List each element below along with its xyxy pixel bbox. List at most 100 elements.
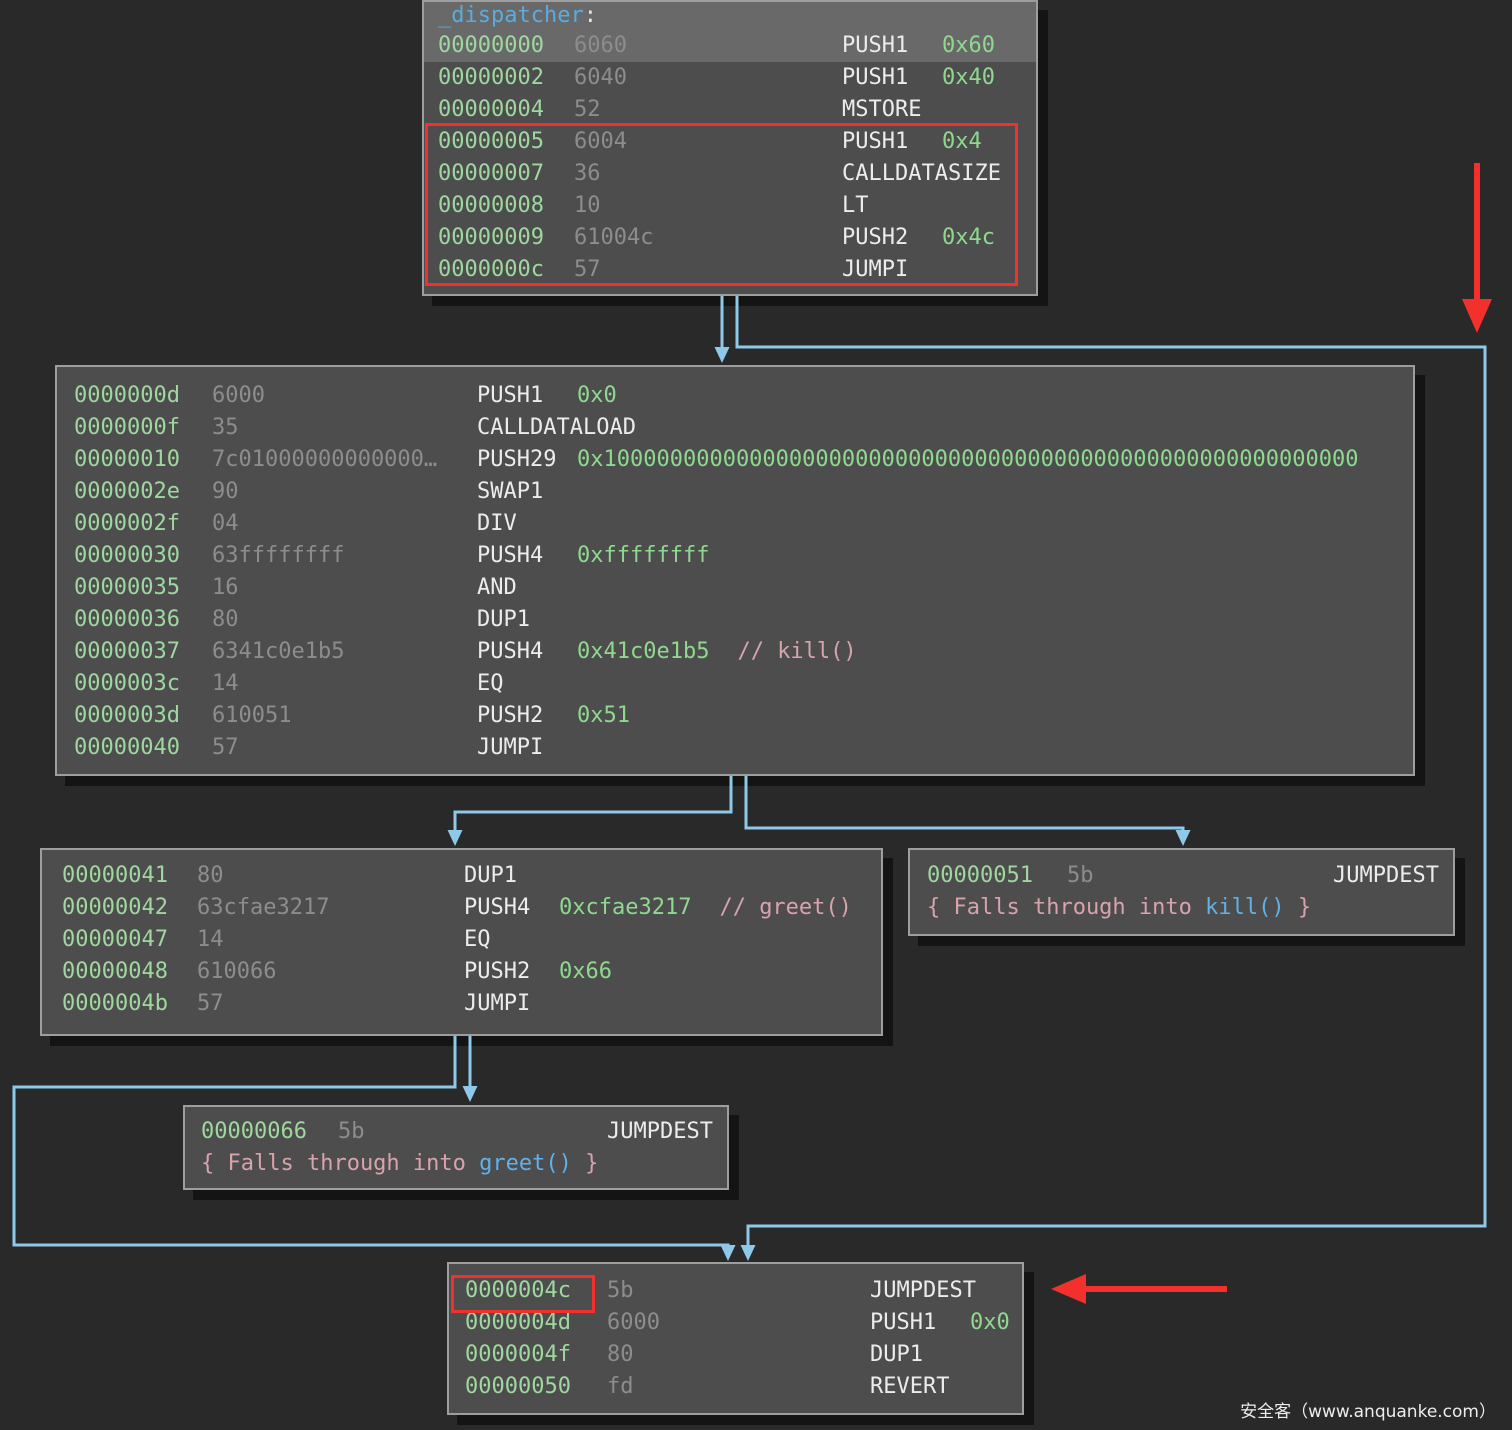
bytes-cell: 80 xyxy=(607,1339,870,1371)
instruction-row[interactable]: 0000002e90SWAP1 xyxy=(57,476,1413,508)
instruction-row[interactable]: 0000000f35CALLDATALOAD xyxy=(57,412,1413,444)
instruction-row[interactable]: 000000026040PUSH10x40 xyxy=(424,62,1036,94)
bytes-cell: 57 xyxy=(212,732,477,764)
instruction-row[interactable]: 0000004263cfae3217PUSH40xcfae3217// gree… xyxy=(42,892,881,924)
instruction-row[interactable]: 0000004180DUP1 xyxy=(42,860,881,892)
addr-cell: 00000040 xyxy=(74,732,212,764)
bytes-cell: 52 xyxy=(574,94,842,126)
block-jumpdest-51[interactable]: 00000051 5b JUMPDEST { Falls through int… xyxy=(908,848,1455,936)
mn-cell: DUP1 xyxy=(477,604,577,636)
block-jumpdest-66[interactable]: 00000066 5b JUMPDEST { Falls through int… xyxy=(183,1105,729,1190)
block-label-colon: : xyxy=(584,3,597,28)
edge-greetcheck-jump-to-66 xyxy=(463,1036,478,1102)
addr-cell: 0000000d xyxy=(74,380,212,412)
addr-cell: 0000000f xyxy=(74,412,212,444)
block-label: _dispatcher: xyxy=(424,2,1036,30)
mn-cell: EQ xyxy=(464,924,559,956)
addr-cell: 00000051 xyxy=(927,860,1067,892)
operand-value: 0x66 xyxy=(559,959,612,984)
operand-cell: 0x0 xyxy=(577,380,1413,412)
mn-cell: JUMPI xyxy=(477,732,577,764)
addr-cell: 00000010 xyxy=(74,444,212,476)
edge-selector-jump-to-51 xyxy=(746,776,1191,846)
addr-cell: 00000004 xyxy=(438,94,574,126)
instruction-row[interactable]: 0000003516AND xyxy=(57,572,1413,604)
mn-cell: MSTORE xyxy=(842,94,942,126)
addr-cell: 00000037 xyxy=(74,636,212,668)
mn-cell: DIV xyxy=(477,508,577,540)
block-selector[interactable]: 0000000d6000PUSH10x00000000f35CALLDATALO… xyxy=(55,365,1415,776)
instruction-row[interactable]: 0000000d6000PUSH10x0 xyxy=(57,380,1413,412)
addr-cell: 00000036 xyxy=(74,604,212,636)
operand-value: 0x40 xyxy=(942,65,995,90)
note-function: kill() xyxy=(1205,895,1284,920)
addr-cell: 00000042 xyxy=(62,892,197,924)
operand-value: 0x51 xyxy=(577,703,630,728)
bytes-cell: fd xyxy=(607,1371,870,1403)
bytes-cell: 6060 xyxy=(574,30,842,62)
operand-cell: 0x10000000000000000000000000000000000000… xyxy=(577,444,1413,476)
instruction-row[interactable]: 00000051 5b JUMPDEST xyxy=(910,860,1453,892)
bytes-cell: 16 xyxy=(212,572,477,604)
instruction-row[interactable]: 0000003c14EQ xyxy=(57,668,1413,700)
mn-cell: PUSH1 xyxy=(842,62,942,94)
mn-cell: PUSH2 xyxy=(464,956,559,988)
block-greet-check[interactable]: 0000004180DUP10000004263cfae3217PUSH40xc… xyxy=(40,848,883,1036)
note-prefix: { Falls through into xyxy=(927,895,1205,920)
instruction-row[interactable]: 0000002f04DIV xyxy=(57,508,1413,540)
operand-cell: 0xcfae3217// greet() xyxy=(559,892,881,924)
mn-cell: JUMPDEST xyxy=(870,1275,970,1307)
instruction-row[interactable]: 0000003063ffffffffPUSH40xffffffff xyxy=(57,540,1413,572)
bytes-cell: 14 xyxy=(212,668,477,700)
instruction-row[interactable]: 0000000452MSTORE xyxy=(424,94,1036,126)
addr-cell: 00000002 xyxy=(438,62,574,94)
addr-cell: 0000004b xyxy=(62,988,197,1020)
instruction-row[interactable]: 000000107c01000000000000…PUSH290x1000000… xyxy=(57,444,1413,476)
instruction-row[interactable]: 0000004057JUMPI xyxy=(57,732,1413,764)
addr-cell: 00000030 xyxy=(74,540,212,572)
bytes-cell: 610066 xyxy=(197,956,464,988)
instruction-row[interactable]: 000000006060PUSH10x60 xyxy=(424,30,1036,62)
note-suffix: } xyxy=(1285,895,1312,920)
bytes-cell: 610051 xyxy=(212,700,477,732)
red-arrow-left-icon xyxy=(1051,1274,1227,1304)
bytes-cell: 5b xyxy=(1067,860,1094,892)
addr-cell: 00000041 xyxy=(62,860,197,892)
addr-cell: 00000066 xyxy=(201,1116,338,1148)
instruction-row[interactable]: 0000004b57JUMPI xyxy=(42,988,881,1020)
mn-cell: CALLDATALOAD xyxy=(477,412,577,444)
bytes-cell: 63cfae3217 xyxy=(197,892,464,924)
bytes-cell: 80 xyxy=(197,860,464,892)
addr-cell: 0000002e xyxy=(74,476,212,508)
block-label-text: _dispatcher xyxy=(438,3,584,28)
operand-value: 0x41c0e1b5 xyxy=(577,639,709,664)
instruction-row[interactable]: 000000376341c0e1b5PUSH40x41c0e1b5// kill… xyxy=(57,636,1413,668)
instruction-rows: 0000000d6000PUSH10x00000000f35CALLDATALO… xyxy=(57,367,1413,764)
addr-cell: 0000002f xyxy=(74,508,212,540)
note-suffix: } xyxy=(572,1151,599,1176)
mnemonic-cell: JUMPDEST xyxy=(365,1116,714,1148)
instruction-row[interactable]: 00000048610066PUSH20x66 xyxy=(42,956,881,988)
mn-cell: PUSH29 xyxy=(477,444,577,476)
edge-selector-fallthrough xyxy=(448,776,732,846)
bytes-cell: 6040 xyxy=(574,62,842,94)
bytes-cell: 35 xyxy=(212,412,477,444)
addr-cell: 0000003d xyxy=(74,700,212,732)
fallthrough-note: { Falls through into greet() } xyxy=(185,1148,727,1180)
operand-value: 0x60 xyxy=(942,33,995,58)
instruction-row[interactable]: 0000003d610051PUSH20x51 xyxy=(57,700,1413,732)
bytes-cell: 6000 xyxy=(607,1307,870,1339)
bytes-cell: 5b xyxy=(607,1275,870,1307)
instruction-row[interactable]: 0000004f80DUP1 xyxy=(449,1339,1022,1371)
mn-cell: PUSH1 xyxy=(477,380,577,412)
instruction-row[interactable]: 00000050fdREVERT xyxy=(449,1371,1022,1403)
instruction-row[interactable]: 0000004714EQ xyxy=(42,924,881,956)
instruction-row[interactable]: 0000003680DUP1 xyxy=(57,604,1413,636)
instruction-row[interactable]: 00000066 5b JUMPDEST xyxy=(185,1116,727,1148)
note-function: greet() xyxy=(479,1151,572,1176)
bytes-cell: 04 xyxy=(212,508,477,540)
bytes-cell: 57 xyxy=(197,988,464,1020)
mn-cell: SWAP1 xyxy=(477,476,577,508)
mn-cell: DUP1 xyxy=(870,1339,970,1371)
